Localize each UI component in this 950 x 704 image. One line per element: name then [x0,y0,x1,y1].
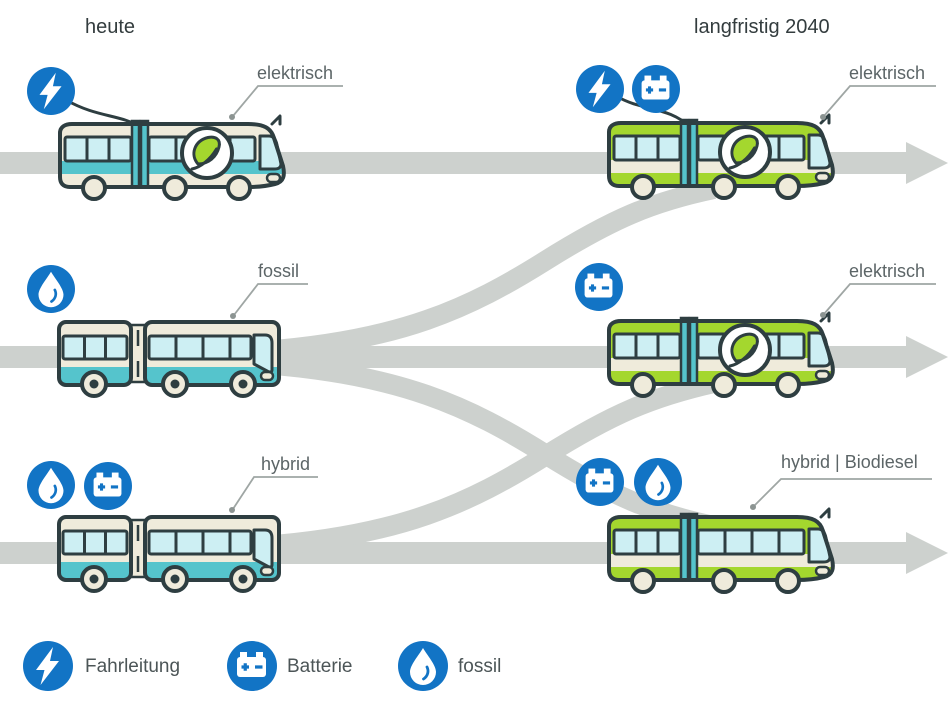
column-title-langfristig-2040: langfristig 2040 [694,16,830,38]
bus-label-heute-hybrid: hybrid [261,454,311,474]
legend-label-fahrleitung: Fahrleitung [85,656,181,677]
bus-label-heute-fossil: fossil [258,261,300,281]
flow-arrowheads [906,142,948,574]
bus-label-2040-elektrisch-oben: elektrisch [849,63,926,83]
bus-heute-elektrisch [58,116,290,199]
fahrleitung-icon [27,67,75,115]
fahrleitung-icon [23,641,73,691]
bus-2040-elektrisch-mitte [607,313,839,396]
bus-2040-hybrid-biodiesel [607,509,839,592]
batterie-icon [227,641,277,691]
bus-label-heute-elektrisch: elektrisch [257,63,334,83]
bus-heute-hybrid [59,517,279,591]
legend-label-fossil: fossil [458,656,502,677]
column-title-heute: heute [85,16,136,38]
batterie-icon [632,65,680,113]
fossil-icon [398,641,448,691]
leader-lines [232,85,936,510]
fossil-icon [634,458,682,506]
bus-label-2040-elektrisch-mitte: elektrisch [849,261,926,281]
fossil-icon [27,461,75,509]
bus-heute-fossil [59,322,279,396]
bus-label-2040-hybrid-biodiesel: hybrid | Biodiesel [781,452,918,472]
batterie-icon [575,263,623,311]
batterie-icon [84,462,132,510]
batterie-icon [576,458,624,506]
legend-label-batterie: Batterie [287,656,353,677]
fossil-icon [27,265,75,313]
leader-dots [229,114,826,513]
bus-2040-elektrisch-oben [607,115,839,198]
fahrleitung-icon [576,65,624,113]
